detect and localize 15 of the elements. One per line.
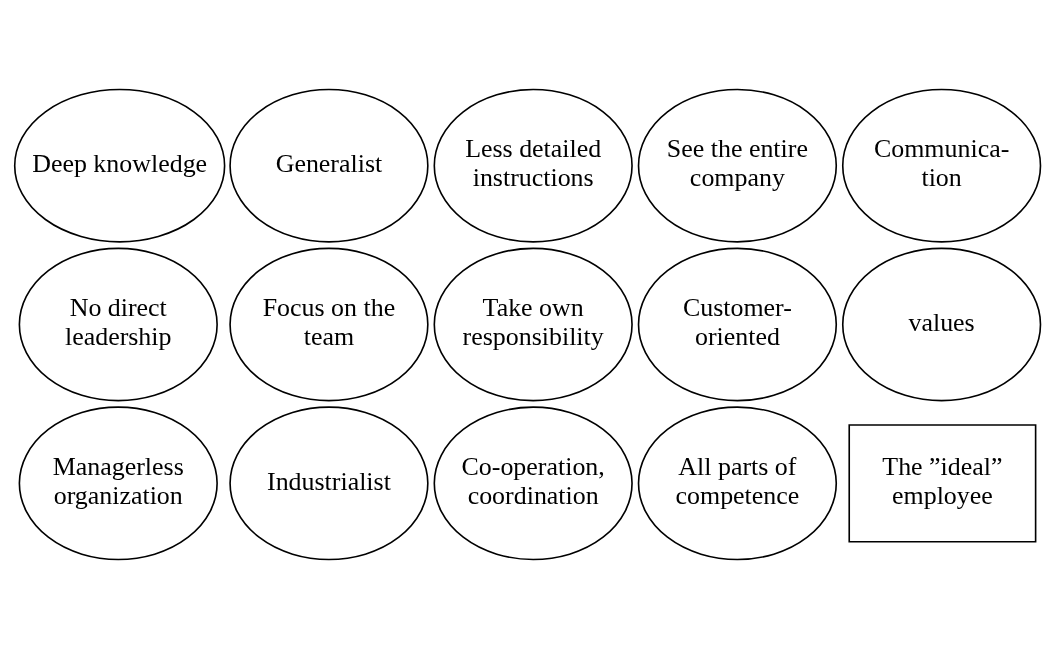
node-ellipse: Managerless organization	[18, 406, 218, 561]
node-ellipse: Focus on the team	[229, 247, 429, 402]
node-ellipse: All parts of competence	[637, 406, 838, 561]
node-box: The ”ideal” employee	[848, 424, 1037, 543]
node-ellipse: Take own responsibility	[433, 247, 633, 402]
node-ellipse: Communica- tion	[841, 88, 1042, 243]
node-ellipse: Co-operation, coordination	[433, 406, 633, 561]
node-ellipse: Industrialist	[229, 406, 429, 561]
node-ellipse: Deep knowledge	[13, 88, 226, 243]
node-ellipse: Generalist	[229, 88, 429, 243]
node-ellipse: No direct leadership	[18, 247, 218, 402]
node-ellipse: Customer- oriented	[637, 247, 838, 402]
node-ellipse: values	[841, 247, 1042, 402]
node-ellipse: See the entire company	[637, 88, 838, 243]
node-ellipse: Less detailed instructions	[433, 88, 633, 243]
